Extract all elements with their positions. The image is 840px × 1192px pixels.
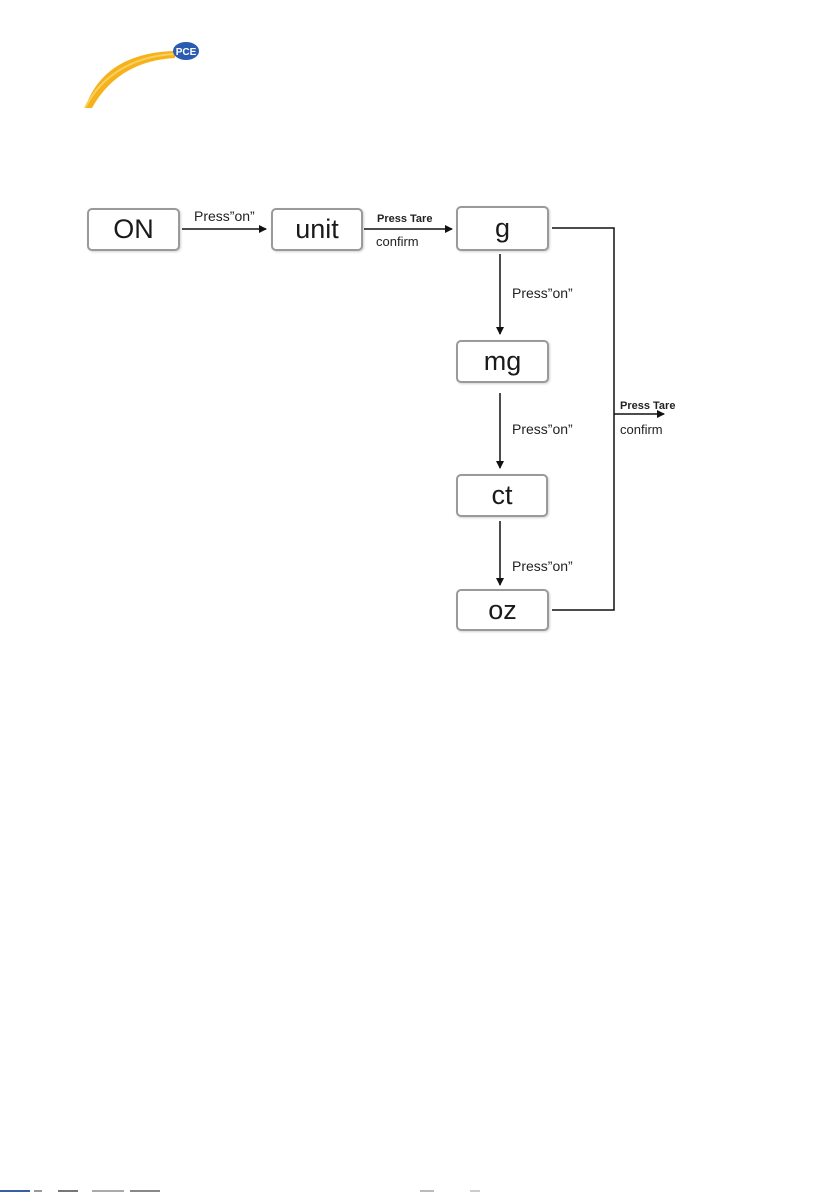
footer-strip — [0, 1182, 840, 1192]
label-on-to-unit: Press”on” — [194, 208, 255, 224]
label-ct-to-oz: Press”on” — [512, 558, 573, 574]
node-mg: mg — [456, 340, 549, 383]
node-g: g — [456, 206, 549, 251]
flow-connectors — [0, 0, 840, 700]
node-ct: ct — [456, 474, 548, 517]
node-oz: oz — [456, 589, 549, 631]
label-mg-to-ct: Press”on” — [512, 421, 573, 437]
label-unit-to-g-top: Press Tare — [377, 213, 432, 225]
label-g-to-mg: Press”on” — [512, 285, 573, 301]
node-unit: unit — [271, 208, 363, 251]
node-on: ON — [87, 208, 180, 251]
label-exit-bottom: confirm — [620, 422, 663, 437]
label-unit-to-g-bottom: confirm — [376, 234, 419, 249]
label-exit-top: Press Tare — [620, 400, 675, 412]
